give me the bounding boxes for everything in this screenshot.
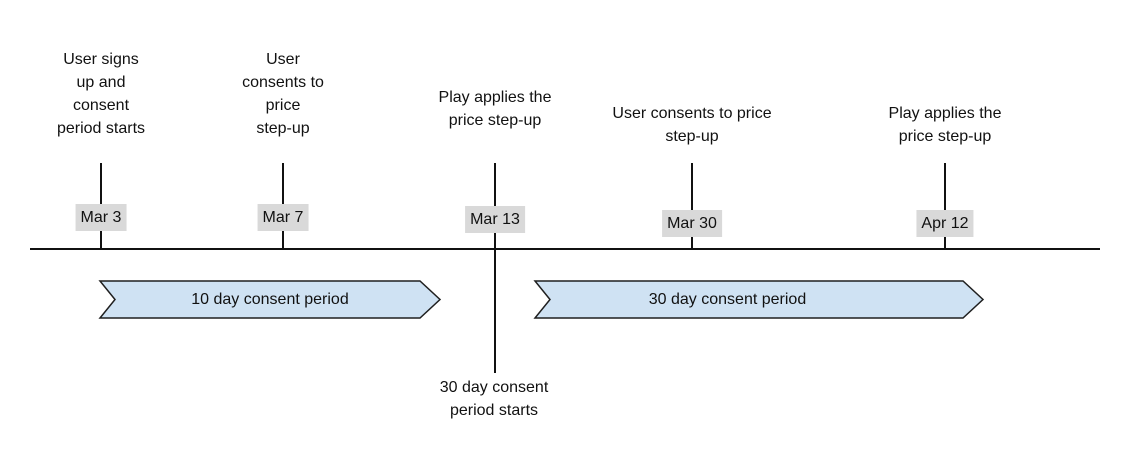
event-label-mar-3: User signs up and consent period starts [56,51,146,137]
period-banner-shape-30day [533,280,985,319]
event-label-apr-12: Play applies the price step-up [888,105,1002,145]
period-banner-label-30day: 30 day consent period [648,290,807,308]
date-chip-apr-12: Apr 12 [916,210,974,237]
date-chip-mar-3: Mar 3 [75,204,127,231]
date-chip-mar-7: Mar 7 [257,204,309,231]
event-label-mar-7: User consents to price step-up [242,51,324,137]
period-banner-shape-10day [98,280,442,319]
tick-mar-30 [691,163,693,250]
event-label-mar-13: Play applies the price step-up [438,89,552,129]
tick-apr-12 [944,163,946,250]
tick-mar-13 [494,163,496,373]
date-chip-mar-13: Mar 13 [465,206,525,233]
period-banner-label-10day: 10 day consent period [191,290,349,308]
timeline-axis [30,248,1100,250]
date-chip-mar-30: Mar 30 [662,210,722,237]
event-label-mar-30: User consents to price step-up [612,105,772,145]
note-30-day-consent-period-starts: 30 day consent period starts [439,379,549,419]
